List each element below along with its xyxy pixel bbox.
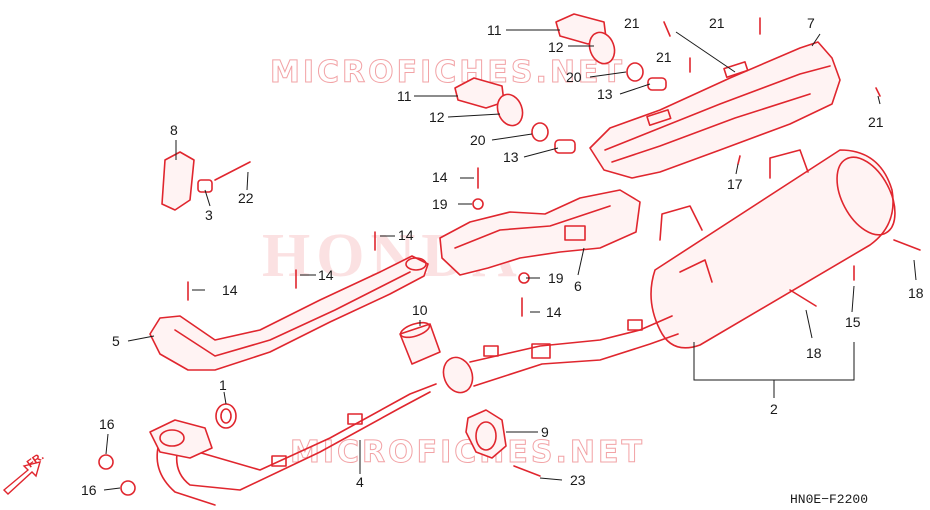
bolts	[98, 17, 921, 496]
callout-labels: 11 12 20 13 11 12 20 13 21 21 21 21 7 8 …	[81, 15, 924, 498]
callout-20-top: 20	[566, 69, 582, 85]
callout-5: 5	[112, 333, 120, 349]
leader-lines	[103, 29, 917, 491]
callout-8: 8	[170, 122, 178, 138]
callout-14-b: 14	[398, 227, 414, 243]
callout-14-e: 14	[546, 304, 562, 320]
heat-shield-upper	[589, 41, 841, 179]
exhaust-pipe	[149, 383, 437, 506]
callout-19-b: 19	[548, 270, 564, 286]
callout-9: 9	[541, 424, 549, 440]
callout-21-b: 21	[709, 15, 725, 31]
callout-12-top: 12	[548, 39, 564, 55]
callout-21-c: 21	[656, 49, 672, 65]
callout-18-b: 18	[908, 285, 924, 301]
mount-set-upper	[555, 13, 667, 91]
callout-18-a: 18	[806, 345, 822, 361]
bracket-8	[161, 151, 213, 211]
callout-22: 22	[238, 190, 254, 206]
callout-3: 3	[205, 207, 213, 223]
gasket-ring	[215, 403, 237, 429]
callout-21-a: 21	[624, 15, 640, 31]
front-direction-arrow: FR.	[2, 450, 46, 495]
callout-16-b: 16	[81, 482, 97, 498]
callout-14-d: 14	[222, 282, 238, 298]
watermark-bottom: MICROFICHES.NET	[290, 435, 645, 470]
callout-1: 1	[219, 377, 227, 393]
callout-11-bottom: 11	[397, 88, 412, 104]
callout-13-bottom: 13	[503, 149, 519, 165]
callout-2: 2	[770, 401, 778, 417]
callout-21-d: 21	[868, 114, 884, 130]
callout-13-top: 13	[597, 86, 613, 102]
callout-16-a: 16	[99, 416, 115, 432]
heat-shield-middle	[439, 189, 641, 276]
joint-pipe	[442, 315, 679, 394]
heat-shield-front	[149, 255, 429, 371]
callout-19-a: 19	[432, 196, 448, 212]
callout-15: 15	[845, 314, 861, 330]
callout-6: 6	[574, 278, 582, 294]
band-clamp	[465, 409, 507, 459]
callout-14-c: 14	[318, 267, 334, 283]
callout-17: 17	[727, 176, 743, 192]
gasket-ring-inner	[220, 408, 232, 424]
callout-20-bottom: 20	[470, 132, 486, 148]
callout-14-a: 14	[432, 169, 448, 185]
gasket-tube	[399, 321, 441, 365]
callout-11-top: 11	[487, 22, 502, 38]
watermark-top: MICROFICHES.NET	[270, 55, 625, 90]
muffler	[650, 149, 896, 349]
callout-12-bottom: 12	[429, 109, 445, 125]
callout-10: 10	[412, 302, 428, 318]
callout-23: 23	[570, 472, 586, 488]
callout-4: 4	[356, 474, 364, 490]
callout-7: 7	[807, 15, 815, 31]
diagram-code: HN0E−F2200	[790, 492, 868, 507]
